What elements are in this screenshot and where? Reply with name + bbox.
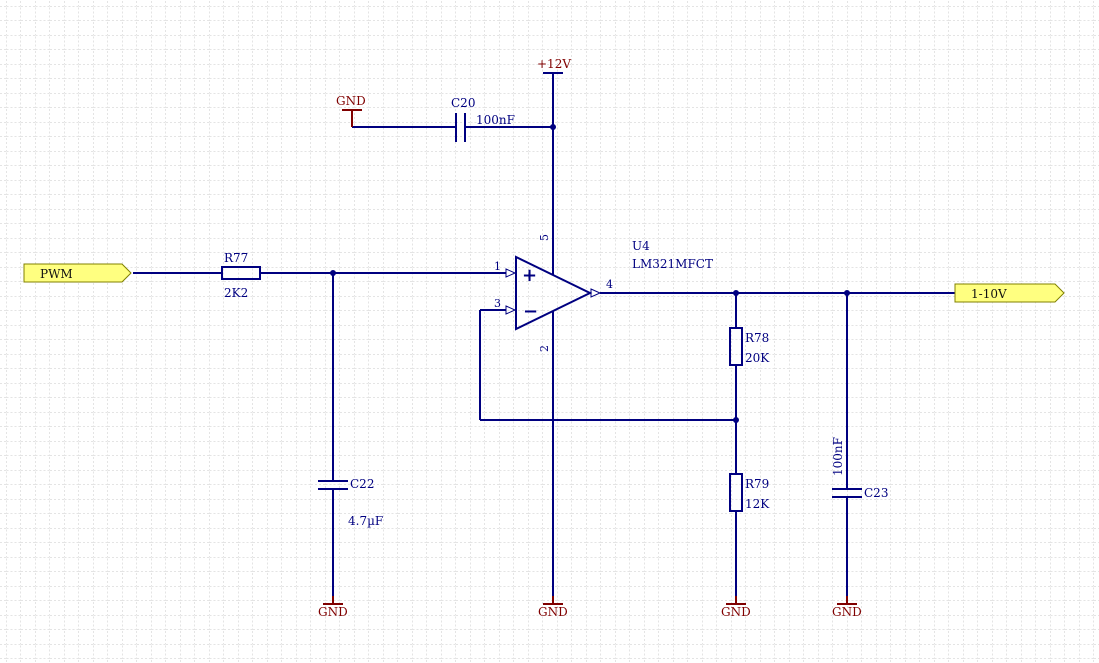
pwm-port-label: PWM — [40, 267, 73, 281]
gnd-label-c20: GND — [336, 94, 366, 108]
output-port-label: 1-10V — [971, 287, 1007, 301]
u4-part-label: LM321MFCT — [632, 257, 713, 271]
pin-label-noninverting: 1 — [494, 260, 501, 273]
c23-ref-label: C23 — [864, 486, 888, 500]
gnd-label-r79: GND — [721, 605, 751, 619]
c22-ref-label: C22 — [350, 477, 374, 491]
capacitor-c22[interactable] — [318, 480, 348, 490]
c22-value-label: 4.7µF — [348, 514, 383, 528]
vcc-label: +12V — [537, 57, 571, 71]
gnd-label-opamp: GND — [538, 605, 568, 619]
r78-value-label: 20K — [745, 351, 770, 365]
gnd-label-c22: GND — [318, 605, 348, 619]
c20-ref-label: C20 — [451, 96, 475, 110]
r77-value-label: 2K2 — [224, 286, 248, 300]
r79-ref-label: R79 — [745, 477, 769, 491]
ground-symbol-c20 — [342, 109, 362, 127]
pwm-input-port[interactable]: PWM — [23, 263, 132, 283]
r77-ref-label: R77 — [224, 251, 248, 265]
pin-label-vminus: 2 — [538, 345, 551, 352]
output-port-1-10v[interactable]: 1-10V — [954, 283, 1065, 303]
opamp-minus-sign: − — [523, 301, 538, 322]
ground-symbol-c23 — [837, 596, 857, 605]
ground-symbol-opamp — [543, 596, 563, 605]
opamp-plus-sign: + — [522, 265, 537, 286]
c23-value-label: 100nF — [831, 437, 845, 476]
c20-value-label: 100nF — [476, 113, 515, 127]
ground-symbol-r79 — [726, 596, 746, 605]
pin-label-output: 4 — [606, 278, 613, 291]
r78-ref-label: R78 — [745, 331, 769, 345]
capacitor-c23[interactable] — [832, 488, 862, 498]
gnd-label-c23: GND — [832, 605, 862, 619]
u4-ref-label: U4 — [632, 239, 650, 253]
pin-label-vplus: 5 — [538, 234, 551, 241]
r79-value-label: 12K — [745, 497, 770, 511]
ground-symbol-c22 — [323, 596, 343, 605]
capacitor-c20[interactable] — [455, 113, 466, 142]
pin-label-inverting: 3 — [494, 297, 501, 310]
